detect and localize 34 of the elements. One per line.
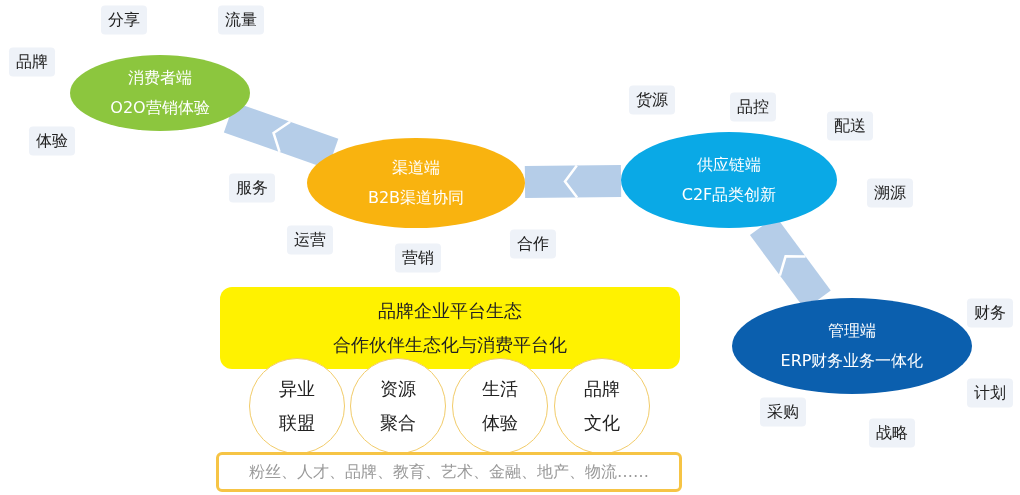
tag-label: 流量 xyxy=(218,5,264,35)
node-title: 供应链端 xyxy=(697,154,761,176)
node-title: 品牌企业平台生态 xyxy=(378,299,522,323)
tag-label: 采购 xyxy=(760,397,806,427)
tag-label: 财务 xyxy=(967,298,1013,328)
tag-label: 配送 xyxy=(827,111,873,141)
tag-label: 品牌 xyxy=(9,47,55,77)
node-title: 管理端 xyxy=(828,320,876,342)
tag-label: 服务 xyxy=(229,173,275,203)
node-subtitle: C2F品类创新 xyxy=(681,184,777,206)
node-subtitle: ERP财务业务一体化 xyxy=(780,350,924,372)
node-title: 品牌文化 xyxy=(583,377,621,435)
node-title: 消费者端 xyxy=(128,67,192,89)
node-title: 粉丝、人才、品牌、教育、艺术、金融、地产、物流…… xyxy=(249,461,649,483)
tag-label: 品控 xyxy=(730,92,776,122)
node-subtitle: O2O营销体验 xyxy=(110,97,210,119)
node-subtitle: 合作伙伴生态化与消费平台化 xyxy=(333,333,567,357)
platform-box xyxy=(220,287,680,369)
tag-label: 计划 xyxy=(967,378,1013,408)
node-title: 生活体验 xyxy=(481,377,519,435)
band-arrow xyxy=(524,164,622,199)
node-title: 渠道端 xyxy=(392,157,440,179)
tag-label: 合作 xyxy=(510,229,556,259)
tag-label: 溯源 xyxy=(867,178,913,208)
node-title: 异业联盟 xyxy=(278,377,316,435)
tag-label: 体验 xyxy=(29,126,75,156)
node-subtitle: B2B渠道协同 xyxy=(367,187,465,209)
node-title: 资源聚合 xyxy=(379,377,417,435)
tag-label: 分享 xyxy=(101,5,147,35)
tag-label: 运营 xyxy=(287,225,333,255)
resource-bar xyxy=(216,452,682,492)
tag-label: 营销 xyxy=(395,243,441,273)
tag-label: 战略 xyxy=(869,418,915,448)
tag-label: 货源 xyxy=(629,85,675,115)
